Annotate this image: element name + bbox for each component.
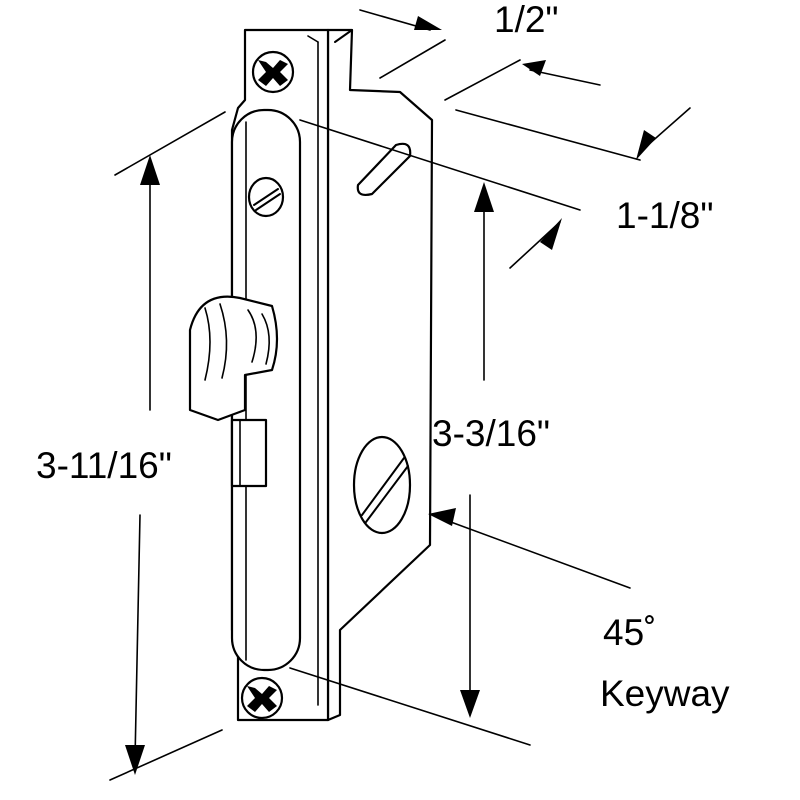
dim-width-top bbox=[359, 9, 601, 101]
hook-latch bbox=[188, 295, 279, 488]
adjust-screw-icon bbox=[247, 176, 285, 218]
keyway-icon bbox=[352, 435, 412, 535]
label-depth: 1-1/8" bbox=[616, 195, 713, 236]
label-screw-spacing: 3-3/16" bbox=[432, 413, 550, 454]
label-keyway: Keyway bbox=[600, 673, 730, 714]
bottom-screw-icon bbox=[240, 676, 284, 720]
top-screw-icon bbox=[251, 50, 295, 94]
label-width-top: 1/2" bbox=[494, 0, 559, 40]
label-keyway-angle: 45˚ bbox=[603, 612, 656, 653]
dim-depth bbox=[299, 107, 691, 269]
label-overall-height: 3-11/16" bbox=[36, 445, 172, 486]
dim-screw-spacing bbox=[289, 182, 531, 746]
dim-overall-height bbox=[109, 111, 226, 781]
keyway-leader bbox=[428, 508, 631, 589]
